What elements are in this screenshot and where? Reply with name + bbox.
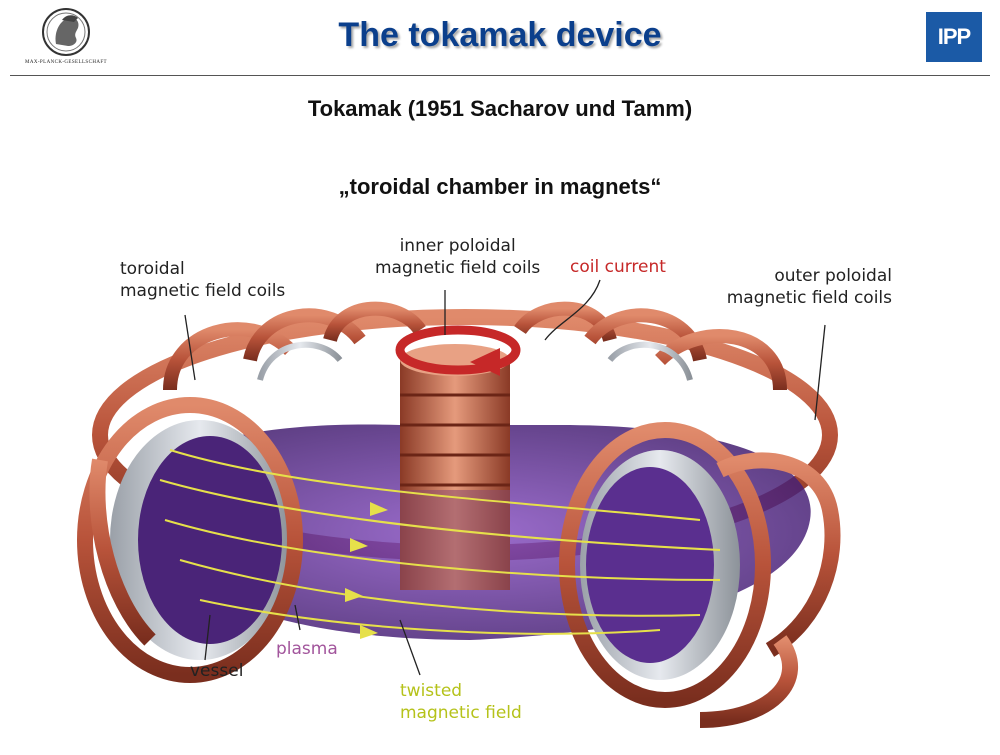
label-line: magnetic field coils — [120, 281, 286, 301]
label-line: magnetic field coils — [375, 258, 541, 278]
tokamak-illustration — [77, 279, 841, 728]
header: MAX-PLANCK-GESELLSCHAFT The tokamak devi… — [0, 0, 1000, 76]
slide-subtitle: Tokamak (1951 Sacharov und Tamm) — [307, 96, 693, 121]
slide-quote: „toroidal chamber in magnets“ — [338, 174, 662, 199]
minerva-emblem-icon — [42, 8, 90, 56]
central-solenoid — [400, 344, 510, 590]
slide-title: The tokamak device — [338, 16, 662, 54]
label-coil-current: coil current — [570, 257, 666, 277]
label-vessel: vessel — [190, 661, 244, 681]
label-inner-poloidal: inner poloidal magnetic field coils — [375, 235, 540, 279]
label-twisted-field: twisted magnetic field — [400, 680, 522, 724]
coil-current-arrow — [395, 325, 521, 376]
field-lines — [159, 449, 721, 635]
label-outer-poloidal: outer poloidal magnetic field coils — [722, 265, 892, 309]
logo-caption: MAX-PLANCK-GESELLSCHAFT — [25, 60, 107, 65]
label-line: twisted — [400, 681, 463, 701]
max-planck-logo: MAX-PLANCK-GESELLSCHAFT — [16, 6, 116, 68]
header-divider — [10, 75, 990, 76]
ipp-logo: IPP — [926, 12, 982, 62]
label-line: outer poloidal — [774, 266, 892, 286]
label-line: inner poloidal — [399, 236, 516, 256]
tokamak-diagram: toroidal magnetic field coils inner polo… — [0, 220, 1000, 750]
label-plasma: plasma — [276, 639, 338, 659]
label-line: toroidal — [120, 259, 185, 279]
label-line: magnetic field coils — [726, 288, 892, 308]
label-line: magnetic field — [400, 703, 522, 723]
label-toroidal-coils: toroidal magnetic field coils — [120, 258, 285, 302]
